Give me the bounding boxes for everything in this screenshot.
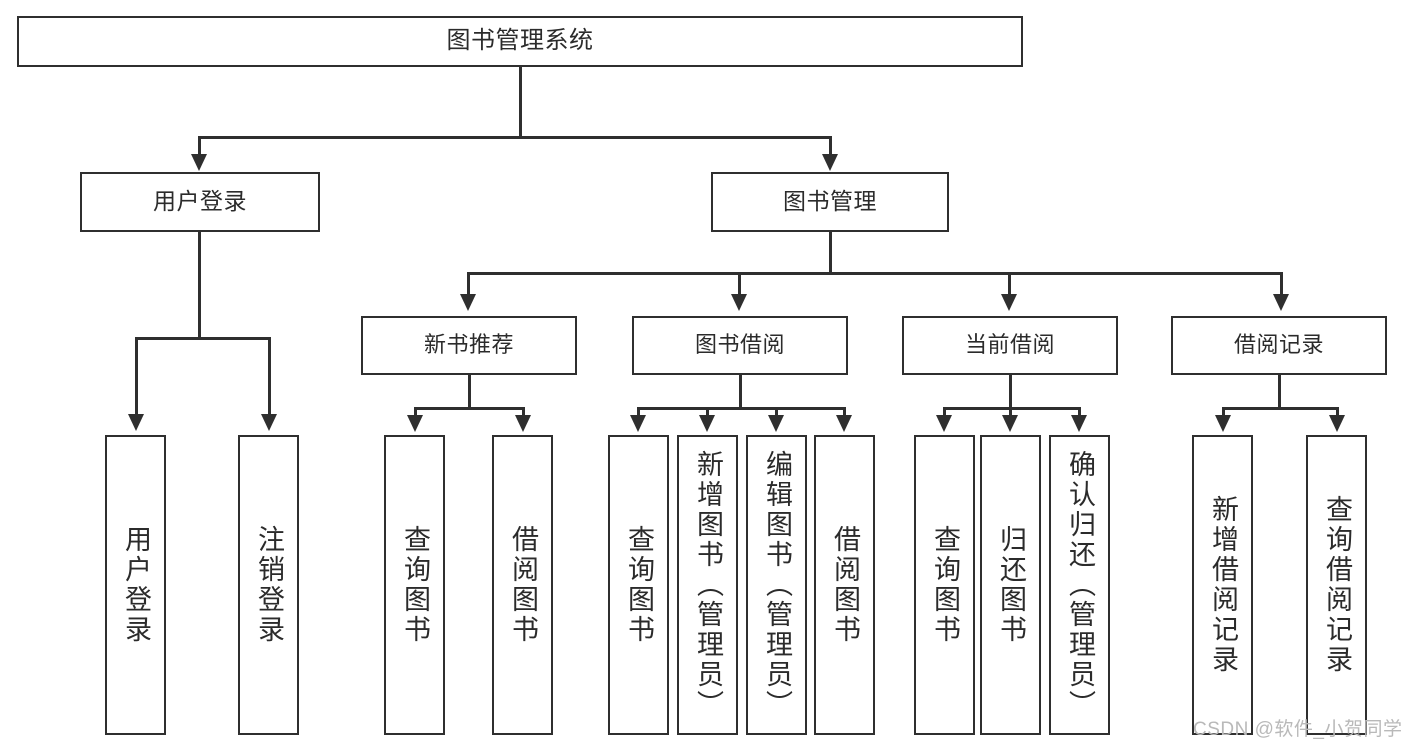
- node-label: 查询借阅记录: [1322, 495, 1352, 675]
- arrowhead-borrow-record: [1273, 294, 1289, 311]
- node-current-borrow[interactable]: 当前借阅: [902, 316, 1118, 375]
- arrowhead-leaf-add-record: [1215, 415, 1231, 432]
- arrowhead-leaf-borrow-book-2: [836, 415, 852, 432]
- leaf-query-book-recommend[interactable]: 查询图书: [384, 435, 445, 735]
- node-book-borrow[interactable]: 图书借阅: [632, 316, 848, 375]
- edge-root-stem: [519, 67, 522, 136]
- node-borrow-record[interactable]: 借阅记录: [1171, 316, 1387, 375]
- node-label: 查询图书: [624, 525, 654, 645]
- node-user-login[interactable]: 用户登录: [80, 172, 320, 232]
- arrowhead-book-mgmt: [822, 154, 838, 171]
- leaf-add-borrow-record[interactable]: 新增借阅记录: [1192, 435, 1253, 735]
- leaf-confirm-return-admin[interactable]: 确认归还（管理员）: [1049, 435, 1110, 735]
- node-label: 当前借阅: [964, 332, 1055, 358]
- edge-book-borrow-bar: [637, 407, 845, 410]
- leaf-borrow-book-recommend[interactable]: 借阅图书: [492, 435, 553, 735]
- arrowhead-user-login: [191, 154, 207, 171]
- node-book-management[interactable]: 图书管理: [711, 172, 949, 232]
- node-label: 图书管理: [783, 188, 877, 215]
- edge-book-mgmt-bar: [467, 272, 1283, 275]
- arrowhead-leaf-query-book-1: [407, 415, 423, 432]
- node-label: 新增借阅记录: [1208, 495, 1238, 675]
- edge-book-borrow-drop-3: [775, 407, 778, 419]
- edge-new-book-drop-2: [522, 407, 525, 419]
- edge-book-borrow-drop-2: [706, 407, 709, 419]
- edge-borrow-record-drop-2: [1336, 407, 1339, 419]
- edge-new-book-drop-1: [414, 407, 417, 419]
- edge-book-borrow-stem: [739, 375, 742, 407]
- node-label: 新书推荐: [423, 332, 514, 358]
- node-label: 查询图书: [400, 525, 430, 645]
- leaf-query-book-borrow[interactable]: 查询图书: [608, 435, 669, 735]
- node-label: 图书借阅: [694, 332, 785, 358]
- arrowhead-leaf-logout: [261, 414, 277, 431]
- node-label: 借阅图书: [830, 525, 860, 645]
- node-label: 编辑图书（管理员）: [762, 450, 792, 720]
- edge-book-mgmt-drop-4: [1280, 272, 1283, 297]
- arrowhead-book-borrow: [731, 294, 747, 311]
- edge-root-to-user-login: [198, 136, 201, 158]
- edge-user-login-drop-2: [268, 337, 271, 417]
- edge-current-borrow-drop-1: [943, 407, 946, 419]
- edge-user-login-bar: [135, 337, 270, 340]
- node-label: 图书管理系统: [446, 27, 594, 55]
- edge-borrow-record-drop-1: [1222, 407, 1225, 419]
- arrowhead-current-borrow: [1001, 294, 1017, 311]
- node-label: 查询图书: [930, 525, 960, 645]
- leaf-logout[interactable]: 注销登录: [238, 435, 299, 735]
- arrowhead-leaf-borrow-book-1: [515, 415, 531, 432]
- edge-book-mgmt-drop-1: [467, 272, 470, 297]
- edge-current-borrow-bar: [943, 407, 1080, 410]
- node-root-system[interactable]: 图书管理系统: [17, 16, 1023, 67]
- edge-borrow-record-bar: [1222, 407, 1338, 410]
- node-label: 新增图书（管理员）: [693, 450, 723, 720]
- edge-book-borrow-drop-4: [843, 407, 846, 419]
- leaf-add-book-admin[interactable]: 新增图书（管理员）: [677, 435, 738, 735]
- node-label: 归还图书: [996, 525, 1026, 645]
- arrowhead-leaf-confirm-return: [1071, 415, 1087, 432]
- leaf-borrow-book[interactable]: 借阅图书: [814, 435, 875, 735]
- node-label: 借阅图书: [508, 525, 538, 645]
- leaf-user-login[interactable]: 用户登录: [105, 435, 166, 735]
- edge-user-login-stem: [198, 232, 201, 337]
- csdn-watermark: CSDN @软件_小贺同学: [1193, 719, 1403, 740]
- arrowhead-leaf-user-login: [128, 414, 144, 431]
- node-label: 用户登录: [121, 525, 151, 645]
- leaf-query-book-current[interactable]: 查询图书: [914, 435, 975, 735]
- node-label: 确认归还（管理员）: [1065, 450, 1095, 720]
- edge-current-borrow-stem: [1009, 375, 1012, 407]
- leaf-return-book[interactable]: 归还图书: [980, 435, 1041, 735]
- leaf-edit-book-admin[interactable]: 编辑图书（管理员）: [746, 435, 807, 735]
- edge-book-borrow-drop-1: [637, 407, 640, 419]
- node-label: 用户登录: [153, 188, 247, 215]
- arrowhead-leaf-add-book: [699, 415, 715, 432]
- edge-user-login-drop-1: [135, 337, 138, 417]
- arrowhead-leaf-edit-book: [768, 415, 784, 432]
- node-new-book-recommend[interactable]: 新书推荐: [361, 316, 577, 375]
- edge-book-mgmt-drop-3: [1008, 272, 1011, 297]
- edge-current-borrow-drop-3: [1078, 407, 1081, 419]
- arrowhead-leaf-query-book-2: [630, 415, 646, 432]
- edge-root-bar: [198, 136, 832, 139]
- edge-new-book-stem: [468, 375, 471, 407]
- edge-root-to-book-mgmt: [829, 136, 832, 158]
- edge-book-mgmt-stem: [829, 232, 832, 272]
- edge-new-book-bar: [414, 407, 524, 410]
- arrowhead-leaf-query-book-3: [936, 415, 952, 432]
- edge-book-mgmt-drop-2: [738, 272, 741, 297]
- leaf-query-borrow-record[interactable]: 查询借阅记录: [1306, 435, 1367, 735]
- arrowhead-leaf-query-record: [1329, 415, 1345, 432]
- node-label: 注销登录: [254, 525, 284, 645]
- edge-borrow-record-stem: [1278, 375, 1281, 407]
- arrowhead-leaf-return-book: [1002, 415, 1018, 432]
- edge-current-borrow-drop-2: [1009, 407, 1012, 419]
- arrowhead-new-book-recommend: [460, 294, 476, 311]
- node-label: 借阅记录: [1233, 332, 1324, 358]
